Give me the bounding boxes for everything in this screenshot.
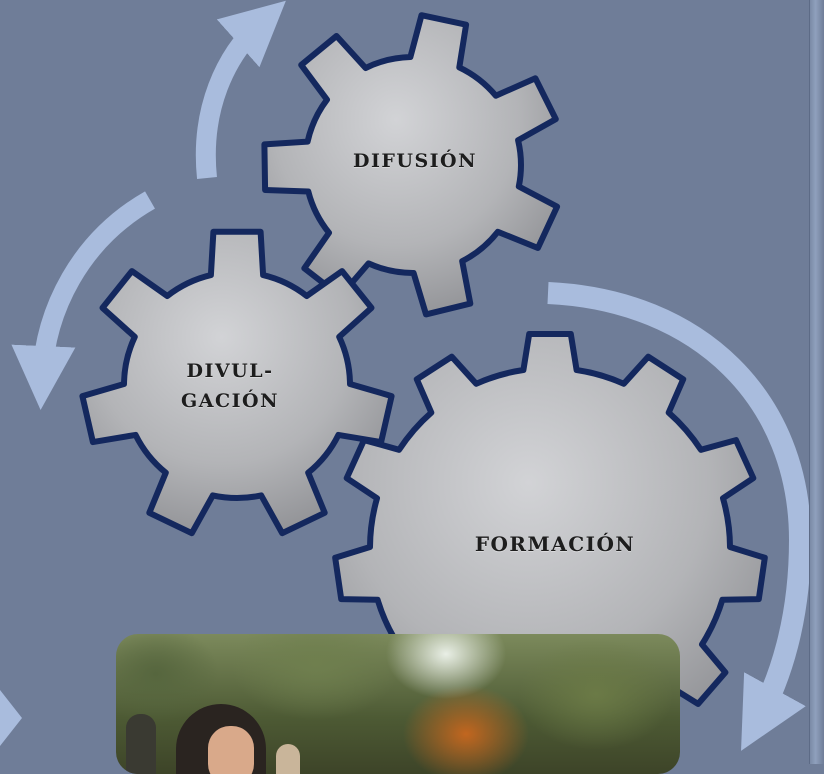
- field-trip-photo: [116, 634, 680, 774]
- photo-background-person-2: [276, 744, 300, 774]
- photo-background-person: [126, 714, 156, 774]
- gear-divulgacion-icon: [79, 228, 395, 537]
- gear-label-formacion: FORMACIÓN: [474, 532, 636, 556]
- arrow-left-curved-icon: [11, 191, 156, 410]
- page-edge-strip: [809, 0, 824, 764]
- gear-difusion-icon: [261, 12, 561, 318]
- arrow-top-curved-icon: [195, 0, 286, 180]
- photo-person-face: [208, 726, 254, 774]
- gear-label-divulgacion: DIVUL- GACIÓN: [181, 360, 279, 412]
- partial-arrow-icon: [0, 690, 22, 746]
- arrow-right-curved-icon: [547, 282, 812, 751]
- gear-label-difusion: DIFUSIÓN: [353, 150, 477, 172]
